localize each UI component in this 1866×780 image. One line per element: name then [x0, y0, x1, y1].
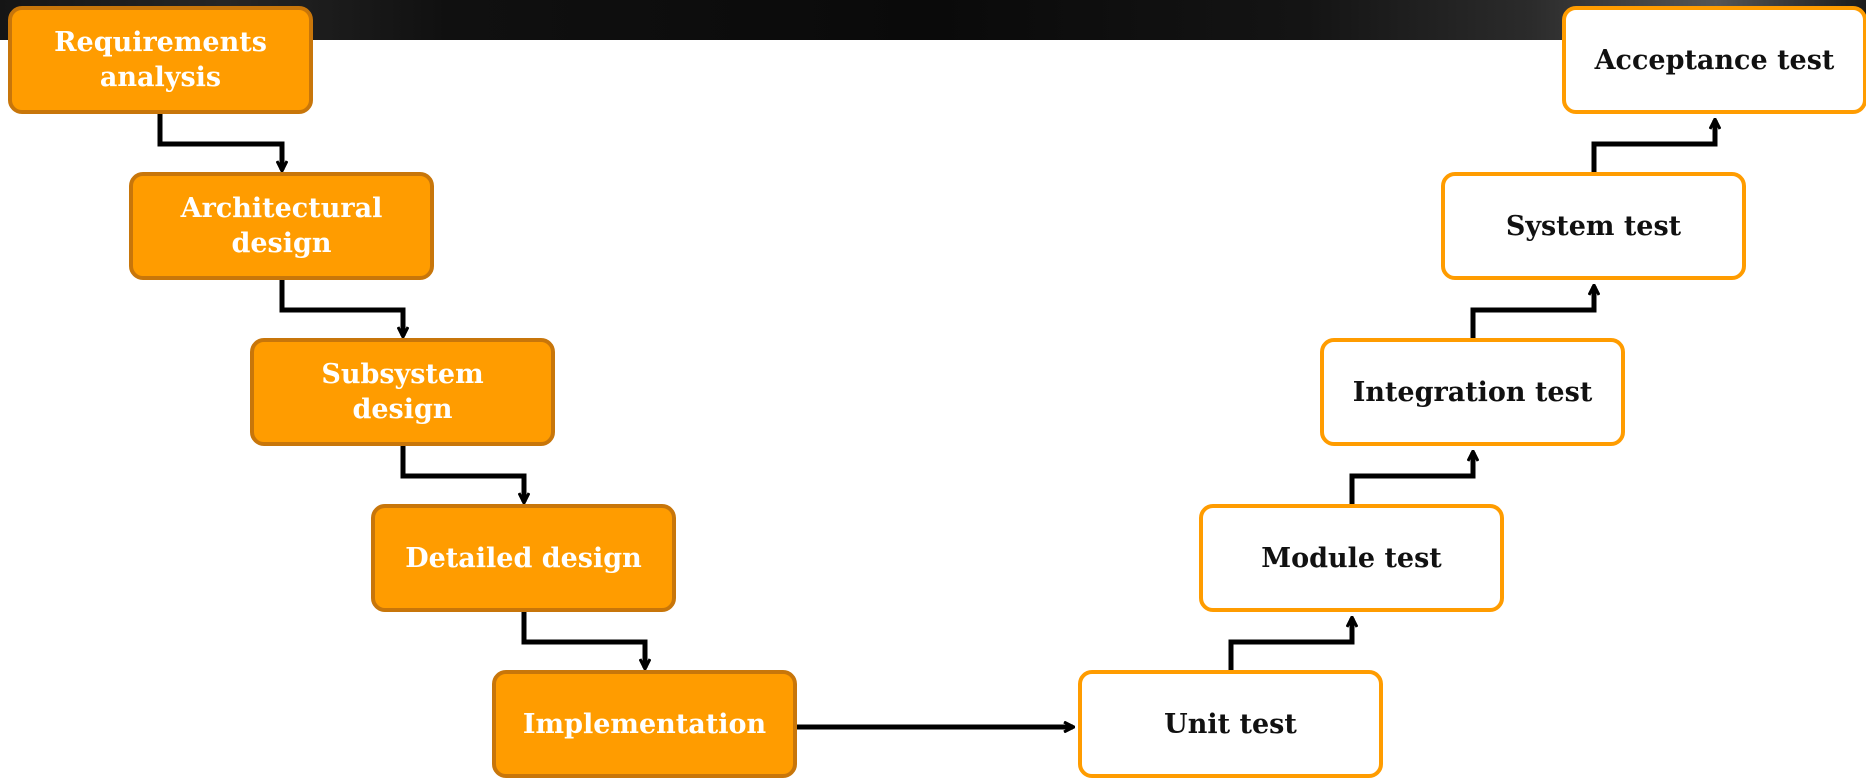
implementation-box: Implementation: [492, 670, 797, 778]
unit-test-box: Unit test: [1078, 670, 1383, 778]
arrow-unit-to-module: [1228, 618, 1352, 672]
subsystem-design-box: Subsystem design: [250, 338, 555, 446]
unit-test-label: Unit test: [1164, 708, 1297, 740]
system-test-box: System test: [1441, 172, 1746, 280]
integration-test-box: Integration test: [1320, 338, 1625, 446]
arrow-requirements-to-architectural: [157, 114, 282, 170]
architectural-design-box: Architectural design: [129, 172, 434, 280]
subsystem-design-label: Subsystem design: [321, 359, 484, 425]
integration-test-label: Integration test: [1352, 376, 1593, 408]
requirements-analysis-box: Requirements analysis: [8, 6, 313, 114]
arrow-system-to-acceptance: [1591, 120, 1715, 174]
arrow-architectural-to-subsystem: [279, 280, 403, 336]
detailed-design-box: Detailed design: [371, 504, 676, 612]
requirements-analysis-label: Requirements analysis: [54, 27, 267, 93]
implementation-label: Implementation: [522, 708, 767, 740]
acceptance-test-label: Acceptance test: [1594, 44, 1835, 76]
module-test-label: Module test: [1261, 542, 1442, 574]
arrow-integration-to-system: [1470, 286, 1594, 340]
arrow-module-to-integration: [1349, 452, 1473, 506]
acceptance-test-box: Acceptance test: [1562, 6, 1866, 114]
system-test-label: System test: [1505, 210, 1682, 242]
arrow-subsystem-to-detailed: [400, 446, 524, 502]
detailed-design-label: Detailed design: [405, 542, 642, 574]
module-test-box: Module test: [1199, 504, 1504, 612]
architectural-design-label: Architectural design: [180, 193, 383, 259]
arrow-detailed-to-implementation: [521, 612, 645, 668]
